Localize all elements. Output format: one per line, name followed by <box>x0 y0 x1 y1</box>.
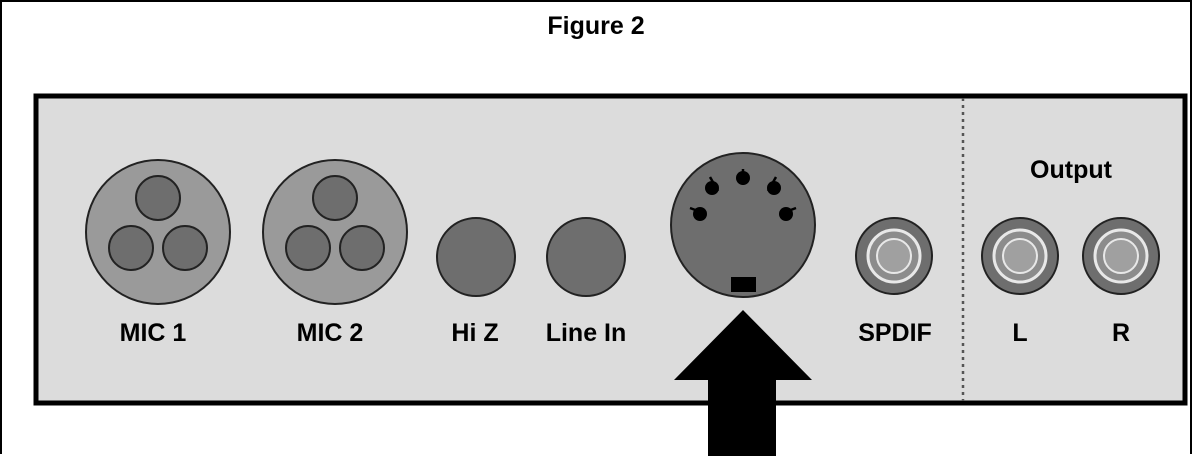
line-in-label: Line In <box>546 319 627 347</box>
output-r-rca-jack <box>1082 217 1160 295</box>
output-l-label: L <box>1012 319 1027 347</box>
output-l-rca-jack <box>981 217 1059 295</box>
spdif-rca-jack <box>855 217 933 295</box>
spdif-label: SPDIF <box>858 319 932 347</box>
hiz-label: Hi Z <box>451 319 498 347</box>
output-r-label: R <box>1112 319 1130 347</box>
mic1-xlr-connector <box>85 159 231 305</box>
midi-din-connector <box>670 152 816 298</box>
hiz-jack <box>436 217 516 297</box>
output-label: Output <box>1030 156 1113 184</box>
mic2-label: MIC 2 <box>297 319 364 347</box>
pointer-arrow <box>674 310 812 456</box>
mic1-label: MIC 1 <box>120 319 187 347</box>
line-in-jack <box>546 217 626 297</box>
mic2-xlr-connector <box>262 159 408 305</box>
figure-title: Figure 2 <box>547 12 645 40</box>
